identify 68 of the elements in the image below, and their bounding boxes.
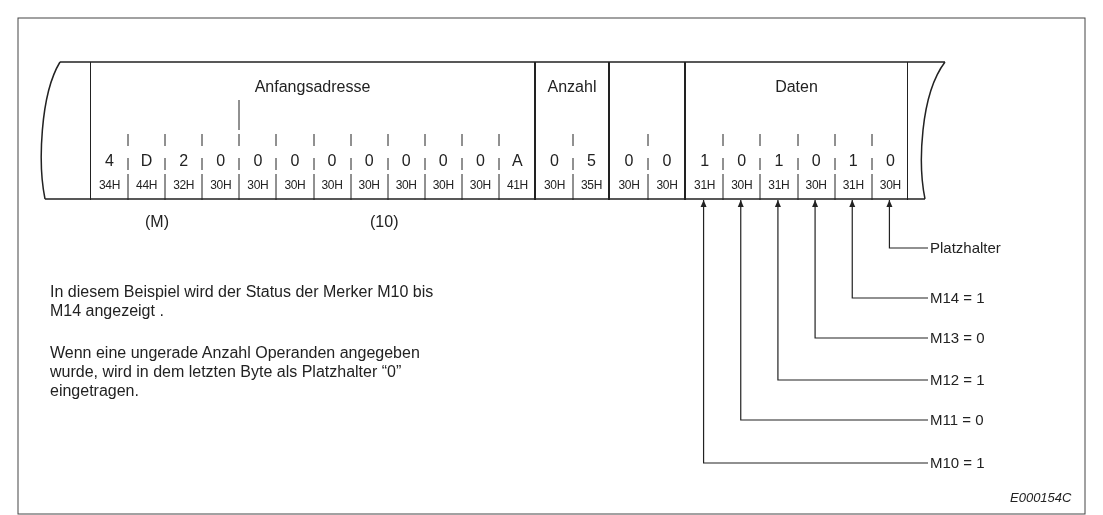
field-title: Daten [775, 78, 818, 96]
value-label: M11 = 0 [930, 411, 984, 428]
character-value: 0 [737, 152, 747, 170]
character-value: 0 [811, 152, 821, 170]
character-value: 4 [105, 152, 114, 170]
hex-code: 31H [768, 178, 790, 192]
hex-code: 30H [618, 178, 640, 192]
character-value: 0 [438, 152, 448, 170]
hex-code: 30H [432, 178, 454, 192]
hex-code: 30H [731, 178, 753, 192]
hex-code: 44H [136, 178, 158, 192]
field-box [685, 62, 908, 200]
character-value: 1 [774, 152, 784, 170]
hex-code: 30H [469, 178, 491, 192]
character-value: 0 [550, 152, 559, 170]
hex-code: 41H [506, 178, 528, 192]
leader-line [737, 199, 929, 421]
leader-line [700, 199, 929, 464]
character-value: 0 [253, 152, 263, 170]
field-box [535, 62, 609, 200]
character-value: 0 [327, 152, 337, 170]
character-value: D [140, 152, 153, 170]
character-value: 1 [700, 152, 710, 170]
field-title: Anfangsadresse [254, 78, 371, 96]
character-value: 0 [475, 152, 485, 170]
hex-code: 31H [694, 178, 716, 192]
character-value: 0 [364, 152, 374, 170]
value-label: M12 = 1 [930, 371, 985, 388]
character-value: 0 [662, 152, 672, 170]
hex-code: 30H [358, 178, 380, 192]
character-value: 1 [848, 152, 858, 170]
character-value: 0 [401, 152, 411, 170]
hex-code: 35H [580, 178, 603, 192]
character-value: 0 [624, 152, 634, 170]
hex-code: 30H [395, 178, 417, 192]
note-text: Wenn eine ungerade Anzahl Operanden angegeben wurde, wird in dem letzten Byte als Platzhalter “0” eingetragen. [50, 343, 421, 400]
field-box [609, 62, 685, 200]
hex-code: 32H [173, 178, 195, 192]
field-box [90, 62, 535, 200]
character-value: 5 [587, 152, 596, 170]
hex-code: 30H [656, 178, 678, 192]
character-value: 0 [885, 152, 895, 170]
character-value: 2 [179, 152, 189, 170]
hex-code: 31H [842, 178, 864, 192]
character-value: 0 [290, 152, 300, 170]
hex-code: 30H [879, 178, 901, 192]
value-label: M14 = 1 [930, 289, 985, 306]
value-label: M10 = 1 [930, 454, 985, 471]
note-text: In diesem Beispiel wird der Status der Merker M10 bis M14 angezeigt . [50, 282, 435, 320]
character-value: 0 [216, 152, 226, 170]
figure-code: E000154C [1010, 489, 1072, 507]
character-value: A [512, 152, 523, 170]
leader-line [774, 199, 929, 381]
leader-line [886, 199, 929, 249]
leader-line [849, 199, 929, 299]
hex-code: 30H [805, 178, 827, 192]
hex-code: 30H [247, 178, 269, 192]
hex-code: 30H [321, 178, 343, 192]
hex-code: 30H [543, 178, 566, 192]
field-note: (M) [145, 212, 169, 231]
field-note: (10) [370, 212, 399, 231]
value-label: Platzhalter [930, 239, 1001, 256]
hex-code: 30H [210, 178, 232, 192]
hex-code: 30H [284, 178, 306, 192]
value-label: M13 = 0 [930, 329, 985, 346]
field-title: Anzahl [547, 78, 597, 96]
leader-line [812, 199, 929, 339]
hex-code: 34H [98, 178, 121, 192]
